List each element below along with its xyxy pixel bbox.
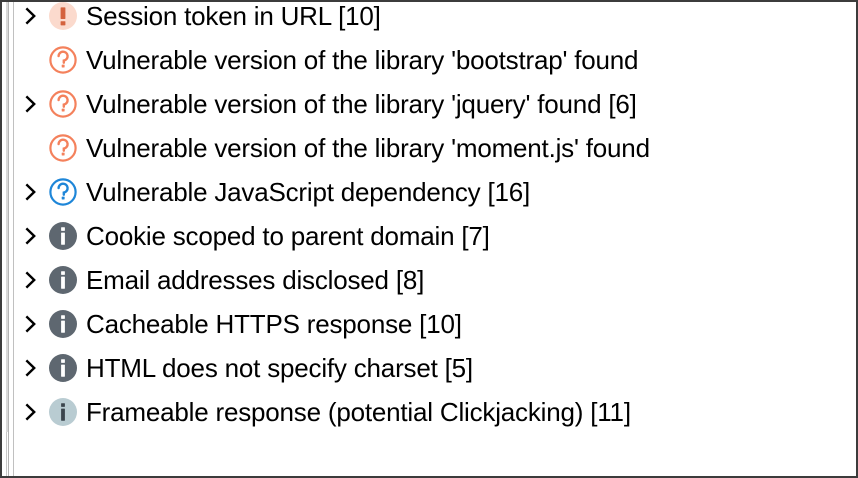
issue-row[interactable]: Frameable response (potential Clickjacki… bbox=[2, 390, 856, 434]
chevron-right-icon[interactable] bbox=[20, 401, 42, 423]
issue-row[interactable]: HTML does not specify charset [5] bbox=[2, 346, 856, 390]
chevron-right-icon[interactable] bbox=[20, 5, 42, 27]
issue-row[interactable]: Vulnerable version of the library 'boots… bbox=[2, 38, 856, 82]
info-gray-icon bbox=[48, 353, 78, 383]
issue-row[interactable]: Session token in URL [10] bbox=[2, 1, 856, 38]
scrollbar-thumb[interactable] bbox=[6, 2, 9, 432]
issue-label: Vulnerable JavaScript dependency [16] bbox=[86, 177, 531, 207]
issue-label: Vulnerable version of the library 'momen… bbox=[86, 133, 650, 163]
issue-row[interactable]: Vulnerable version of the library 'jquer… bbox=[2, 82, 856, 126]
issue-label: Session token in URL [10] bbox=[86, 1, 381, 31]
info-faded-icon bbox=[48, 397, 78, 427]
vertical-scrollbar[interactable] bbox=[2, 2, 16, 476]
chevron-right-icon[interactable] bbox=[20, 181, 42, 203]
issue-row[interactable]: Cookie scoped to parent domain [7] bbox=[2, 214, 856, 258]
high-severity-icon bbox=[48, 2, 78, 31]
question-blue-icon bbox=[48, 177, 78, 207]
issue-label: Vulnerable version of the library 'boots… bbox=[86, 45, 639, 75]
issue-row[interactable]: Vulnerable version of the library 'momen… bbox=[2, 126, 856, 170]
issue-label: Frameable response (potential Clickjacki… bbox=[86, 397, 631, 427]
issue-label: Cookie scoped to parent domain [7] bbox=[86, 221, 490, 251]
issue-label: Cacheable HTTPS response [10] bbox=[86, 309, 462, 339]
issue-list: Session token in URL [10] Vulnerable vers… bbox=[2, 1, 856, 434]
issue-row[interactable]: Email addresses disclosed [8] bbox=[2, 258, 856, 302]
info-gray-icon bbox=[48, 309, 78, 339]
question-orange-icon bbox=[48, 45, 78, 75]
issue-row[interactable]: Cacheable HTTPS response [10] bbox=[2, 302, 856, 346]
question-orange-icon bbox=[48, 133, 78, 163]
chevron-right-icon[interactable] bbox=[20, 93, 42, 115]
chevron-right-icon[interactable] bbox=[20, 357, 42, 379]
chevron-right-icon bbox=[20, 137, 42, 159]
gutter-divider-line bbox=[13, 2, 14, 476]
chevron-right-icon[interactable] bbox=[20, 313, 42, 335]
question-orange-icon bbox=[48, 89, 78, 119]
issue-row[interactable]: Vulnerable JavaScript dependency [16] bbox=[2, 170, 856, 214]
issue-label: HTML does not specify charset [5] bbox=[86, 353, 473, 383]
scrollbar-track-line-mid bbox=[8, 2, 9, 476]
issue-label: Vulnerable version of the library 'jquer… bbox=[86, 89, 637, 119]
chevron-right-icon bbox=[20, 49, 42, 71]
chevron-right-icon[interactable] bbox=[20, 269, 42, 291]
issue-label: Email addresses disclosed [8] bbox=[86, 265, 425, 295]
info-gray-icon bbox=[48, 221, 78, 251]
chevron-right-icon[interactable] bbox=[20, 225, 42, 247]
info-gray-icon bbox=[48, 265, 78, 295]
